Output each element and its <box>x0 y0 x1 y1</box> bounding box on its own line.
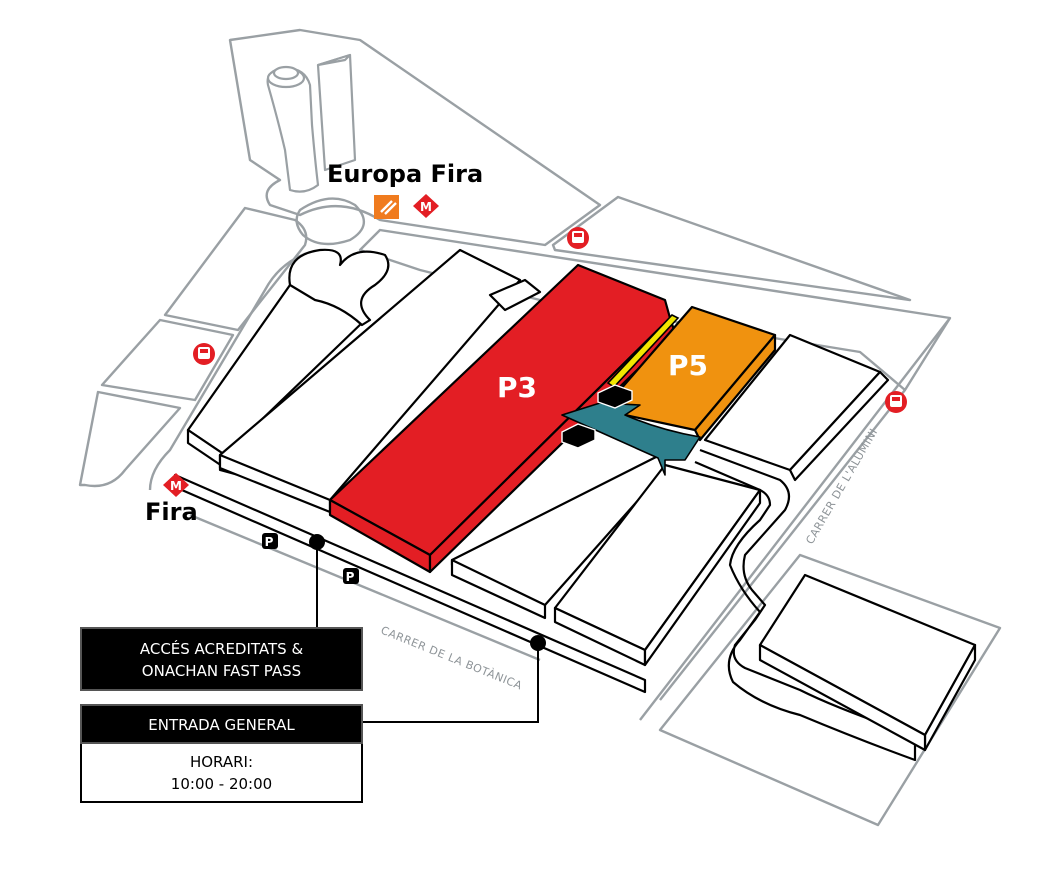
west-boulevard <box>148 250 311 491</box>
street-block-north <box>228 28 602 247</box>
place-label-europa-fira: Europa Fira <box>327 160 483 188</box>
botanica-street <box>189 513 541 662</box>
alumini-street-inner <box>659 389 906 701</box>
callout-general-entrance-title: ENTRADA GENERAL <box>80 704 363 744</box>
bus-icon-east <box>885 391 907 413</box>
alumini-street <box>639 317 951 721</box>
svg-text:P: P <box>265 535 274 549</box>
entrance-markers <box>309 534 546 723</box>
general-entrance-title: ENTRADA GENERAL <box>148 716 295 734</box>
street-block-west-2 <box>100 318 235 402</box>
connector-corridor <box>561 402 701 476</box>
parking-icon-1: P <box>262 533 278 549</box>
callout-hours: HORARI: 10:00 - 20:00 <box>80 744 363 803</box>
svg-text:P: P <box>346 570 355 584</box>
callout-accreditations-line2: ONACHAN FAST PASS <box>141 662 302 680</box>
hall-p5[interactable]: P5 <box>618 305 777 442</box>
p5-label: P5 <box>668 349 708 382</box>
callout-accreditations: ACCÉS ACREDITATS & ONACHAN FAST PASS <box>80 627 363 691</box>
p3-label: P3 <box>497 371 537 404</box>
street-label-botanica: CARRER DE LA BOTÀNICA <box>379 624 524 693</box>
street-outlines <box>78 28 1002 827</box>
svg-text:M: M <box>420 200 432 214</box>
parking-icon-2: P <box>343 568 359 584</box>
callout-accreditations-line1: ACCÉS ACREDITATS & <box>139 640 304 658</box>
hall-west-organic <box>288 248 390 327</box>
metro-icon-fira: M <box>163 473 189 497</box>
street-block-roundabout <box>295 197 365 246</box>
hours-label: HORARI: <box>189 753 254 771</box>
access-blocks <box>561 384 633 449</box>
street-block-west-1 <box>163 206 308 332</box>
street-block-west-3 <box>78 390 182 488</box>
bus-icon-north <box>567 227 589 249</box>
street-block-southeast <box>658 553 1002 827</box>
bus-icon-west <box>193 343 215 365</box>
buildings <box>173 248 977 762</box>
hours-value: 10:00 - 20:00 <box>170 775 273 793</box>
svg-text:M: M <box>170 479 182 493</box>
fgc-icon <box>374 195 399 219</box>
metro-icon-europa-fira: M <box>413 194 439 218</box>
tower-square <box>316 53 357 172</box>
walkway-winding <box>694 448 917 762</box>
place-label-fira: Fira <box>145 498 198 526</box>
europa-towers <box>266 53 357 193</box>
